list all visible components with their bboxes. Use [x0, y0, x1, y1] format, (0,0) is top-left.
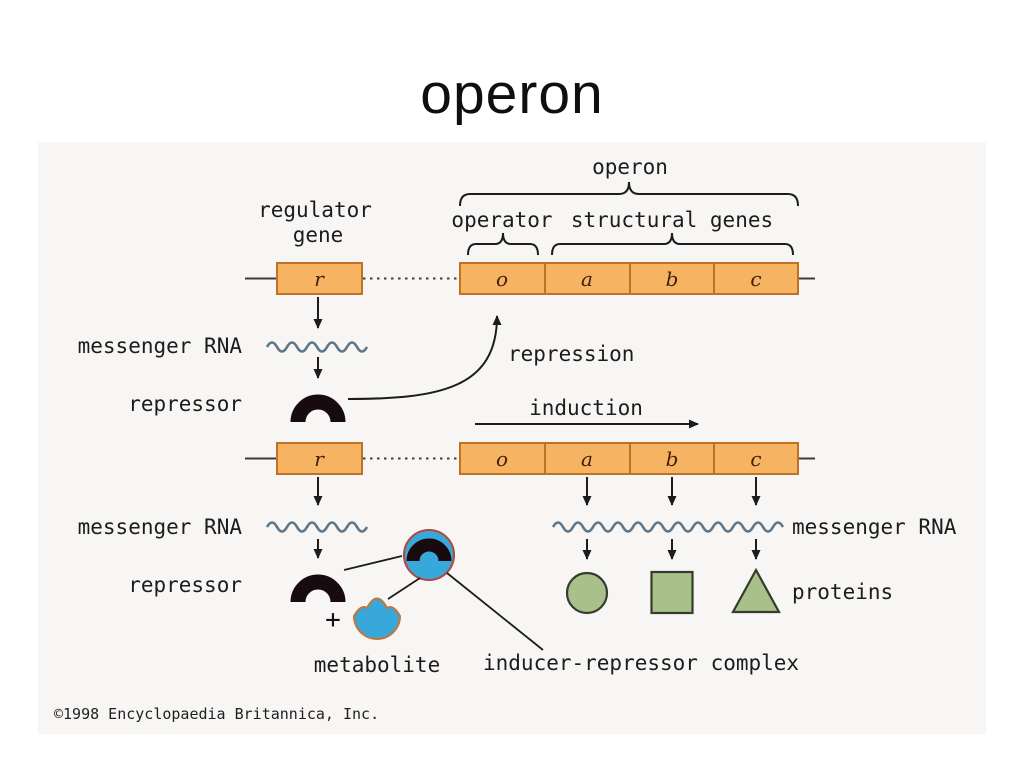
- regulator-gene-label-line1: regulator: [258, 198, 372, 222]
- gene-c-box-row1: [713, 262, 799, 295]
- gene-letter-r-row1: r: [314, 267, 325, 291]
- gene-letter-b-row2: b: [666, 447, 679, 471]
- operon-bracket-label: operon: [592, 155, 668, 179]
- operator-label: operator: [451, 208, 552, 232]
- operator-gene-box-row2: [459, 442, 546, 475]
- gene-letter-o-row2: o: [496, 447, 508, 471]
- repression-arrow: [347, 315, 502, 400]
- complex-to-label-line: [446, 572, 544, 651]
- proteins-label: proteins: [792, 580, 893, 604]
- repression-label: repression: [508, 342, 634, 366]
- repressor-label-row2: repressor: [128, 573, 242, 597]
- gene-letter-b-row1: b: [666, 267, 679, 291]
- inducer-repressor-complex-label: inducer-repressor complex: [483, 651, 799, 675]
- structural-genes-brace: [551, 232, 794, 256]
- protein-triangle: [731, 567, 781, 614]
- regulator-gene-box-row2: [276, 442, 363, 475]
- induction-label: induction: [529, 396, 643, 420]
- gene-a-box-row1: [544, 262, 631, 295]
- slide-title: operon: [420, 62, 604, 126]
- operon-brace: [459, 181, 799, 207]
- mrna-wave-row1: [265, 341, 369, 353]
- metabolite-label: metabolite: [314, 653, 440, 677]
- repressor-shape-row1: [290, 394, 346, 423]
- gene-letter-o-row1: o: [496, 267, 508, 291]
- gene-letter-a-row1: a: [581, 267, 593, 291]
- plus-sign: +: [325, 605, 341, 635]
- repressor-label-row1: repressor: [128, 392, 242, 416]
- metabolite-to-complex-line: [387, 577, 421, 600]
- copyright-text: ©1998 Encyclopaedia Britannica, Inc.: [54, 705, 379, 723]
- gene-letter-c-row2: c: [750, 447, 761, 471]
- regulator-gene-label-line2: gene: [293, 223, 344, 247]
- mrna-wave-polycistronic: [551, 521, 785, 533]
- protein-square: [650, 570, 694, 615]
- gene-c-box-row2: [713, 442, 799, 475]
- structural-genes-label: structural genes: [571, 208, 773, 232]
- gene-letter-c-row1: c: [750, 267, 761, 291]
- operator-brace: [467, 232, 539, 256]
- repressor-shape-row2: [290, 574, 346, 603]
- messenger-rna-label-row2: messenger RNA: [78, 515, 243, 539]
- mrna-wave-row2: [265, 521, 369, 533]
- repressor-to-complex-line: [343, 555, 403, 571]
- protein-circle: [565, 571, 609, 615]
- messenger-rna-label-right: messenger RNA: [792, 515, 957, 539]
- metabolite-shape: [352, 597, 402, 640]
- gene-letter-r-row2: r: [314, 447, 325, 471]
- inducer-repressor-complex-arch: [406, 538, 452, 562]
- gene-b-box-row1: [629, 262, 715, 295]
- regulator-gene-box-row1: [276, 262, 363, 295]
- messenger-rna-label-row1: messenger RNA: [78, 334, 243, 358]
- gene-letter-a-row2: a: [581, 447, 593, 471]
- operator-gene-box-row1: [459, 262, 546, 295]
